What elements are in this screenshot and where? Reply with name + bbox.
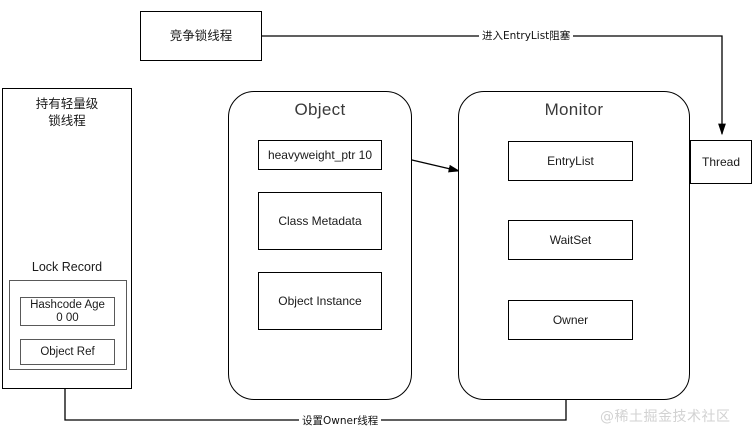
thread-box[interactable]: Thread <box>690 140 752 184</box>
watermark-text: @稀土掘金技术社区 <box>600 409 731 425</box>
edge-label-enter-entrylist: 进入EntryList阻塞 <box>479 28 574 43</box>
contend-lock-thread-box[interactable]: 竞争锁线程 <box>140 11 262 61</box>
edge-label-enter-entrylist-text: 进入EntryList阻塞 <box>482 30 571 42</box>
lock-record-title-text: Lock Record <box>31 260 103 274</box>
object-panel-title-text: Object <box>294 100 346 119</box>
waitset-label: WaitSet <box>549 232 592 247</box>
entrylist-box[interactable]: EntryList <box>508 141 633 181</box>
hashcode-age-cell[interactable]: Hashcode Age 0 00 <box>20 297 115 326</box>
object-panel-title: Object <box>228 100 412 120</box>
contend-lock-thread-label: 竞争锁线程 <box>169 28 233 44</box>
edge-label-set-owner-text: 设置Owner线程 <box>302 415 379 427</box>
hashcode-age-label: Hashcode Age <box>30 299 105 312</box>
watermark: @稀土掘金技术社区 <box>600 406 731 426</box>
object-ref-label: Object Ref <box>40 345 95 358</box>
waitset-box[interactable]: WaitSet <box>508 220 633 260</box>
owner-box[interactable]: Owner <box>508 300 633 340</box>
heavyweight-ptr-box[interactable]: heavyweight_ptr 10 <box>258 140 382 170</box>
thread-label: Thread <box>701 154 741 169</box>
owner-label: Owner <box>552 312 589 327</box>
object-ref-cell[interactable]: Object Ref <box>20 339 115 365</box>
monitor-panel-title: Monitor <box>458 100 690 120</box>
lightweight-line-1: 持有轻量级 <box>35 96 99 111</box>
object-instance-label: Object Instance <box>278 293 362 308</box>
heavyweight-ptr-label: heavyweight_ptr 10 <box>267 147 373 162</box>
entrylist-label: EntryList <box>547 153 594 168</box>
object-instance-box[interactable]: Object Instance <box>258 272 382 330</box>
lightweight-line-2: 锁线程 <box>48 112 86 128</box>
class-metadata-label: Class Metadata <box>278 213 362 228</box>
class-metadata-box[interactable]: Class Metadata <box>258 192 382 250</box>
lock-record-title: Lock Record <box>2 260 132 274</box>
hashcode-age-value: 0 00 <box>56 311 79 324</box>
edge-label-set-owner: 设置Owner线程 <box>299 413 382 428</box>
monitor-panel-title-text: Monitor <box>544 100 604 119</box>
lightweight-lock-thread-label: 持有轻量级 锁线程 <box>2 96 132 130</box>
